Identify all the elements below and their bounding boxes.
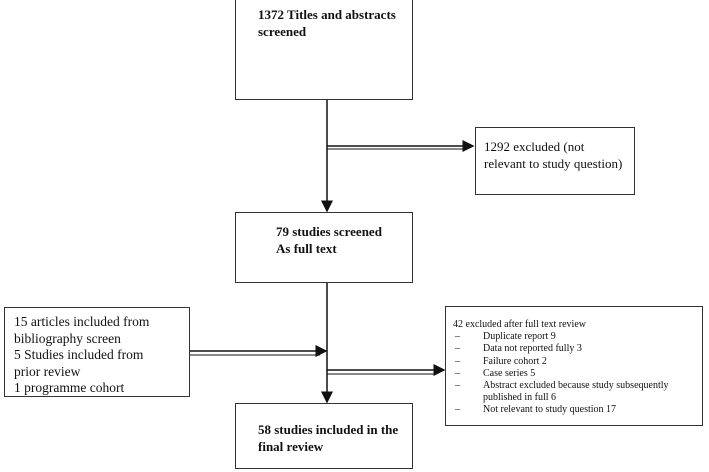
box-text: 5 Studies included from prior review	[14, 347, 144, 379]
titles-screened-box: 1372 Titles and abstracts screened	[235, 0, 413, 100]
list-item: Not relevant to study question 17	[453, 404, 696, 416]
box-text: 1372 Titles and abstracts screened	[258, 7, 396, 39]
box-text: 58 studies included in the final review	[258, 422, 399, 454]
box-text: 15 articles included from bibliography s…	[14, 314, 150, 346]
final-review-box: 58 studies included in the final review	[235, 403, 413, 469]
list-item: Failure cohort 2	[453, 356, 696, 368]
full-text-box: 79 studies screened As full text	[235, 212, 413, 283]
box-text: 1 programme cohort	[14, 380, 125, 395]
box-title: 42 excluded after full text review	[453, 319, 586, 330]
box-text: As full text	[276, 241, 337, 256]
list-item: Data not reported fully 3	[453, 343, 696, 355]
box-text: 79 studies screened	[276, 224, 382, 239]
box-text: 1292 excluded (not relevant to study que…	[484, 139, 623, 171]
list-item: Duplicate report 9	[453, 331, 696, 343]
list-item: Case series 5	[453, 368, 696, 380]
excluded-fulltext-box: 42 excluded after full text review Dupli…	[445, 306, 703, 426]
list-item: Abstract excluded because study subseque…	[453, 380, 696, 404]
additional-studies-box: 15 articles included from bibliography s…	[4, 307, 190, 397]
excluded-first-box: 1292 excluded (not relevant to study que…	[475, 127, 635, 195]
exclusion-reasons-list: Duplicate report 9 Data not reported ful…	[453, 331, 696, 417]
